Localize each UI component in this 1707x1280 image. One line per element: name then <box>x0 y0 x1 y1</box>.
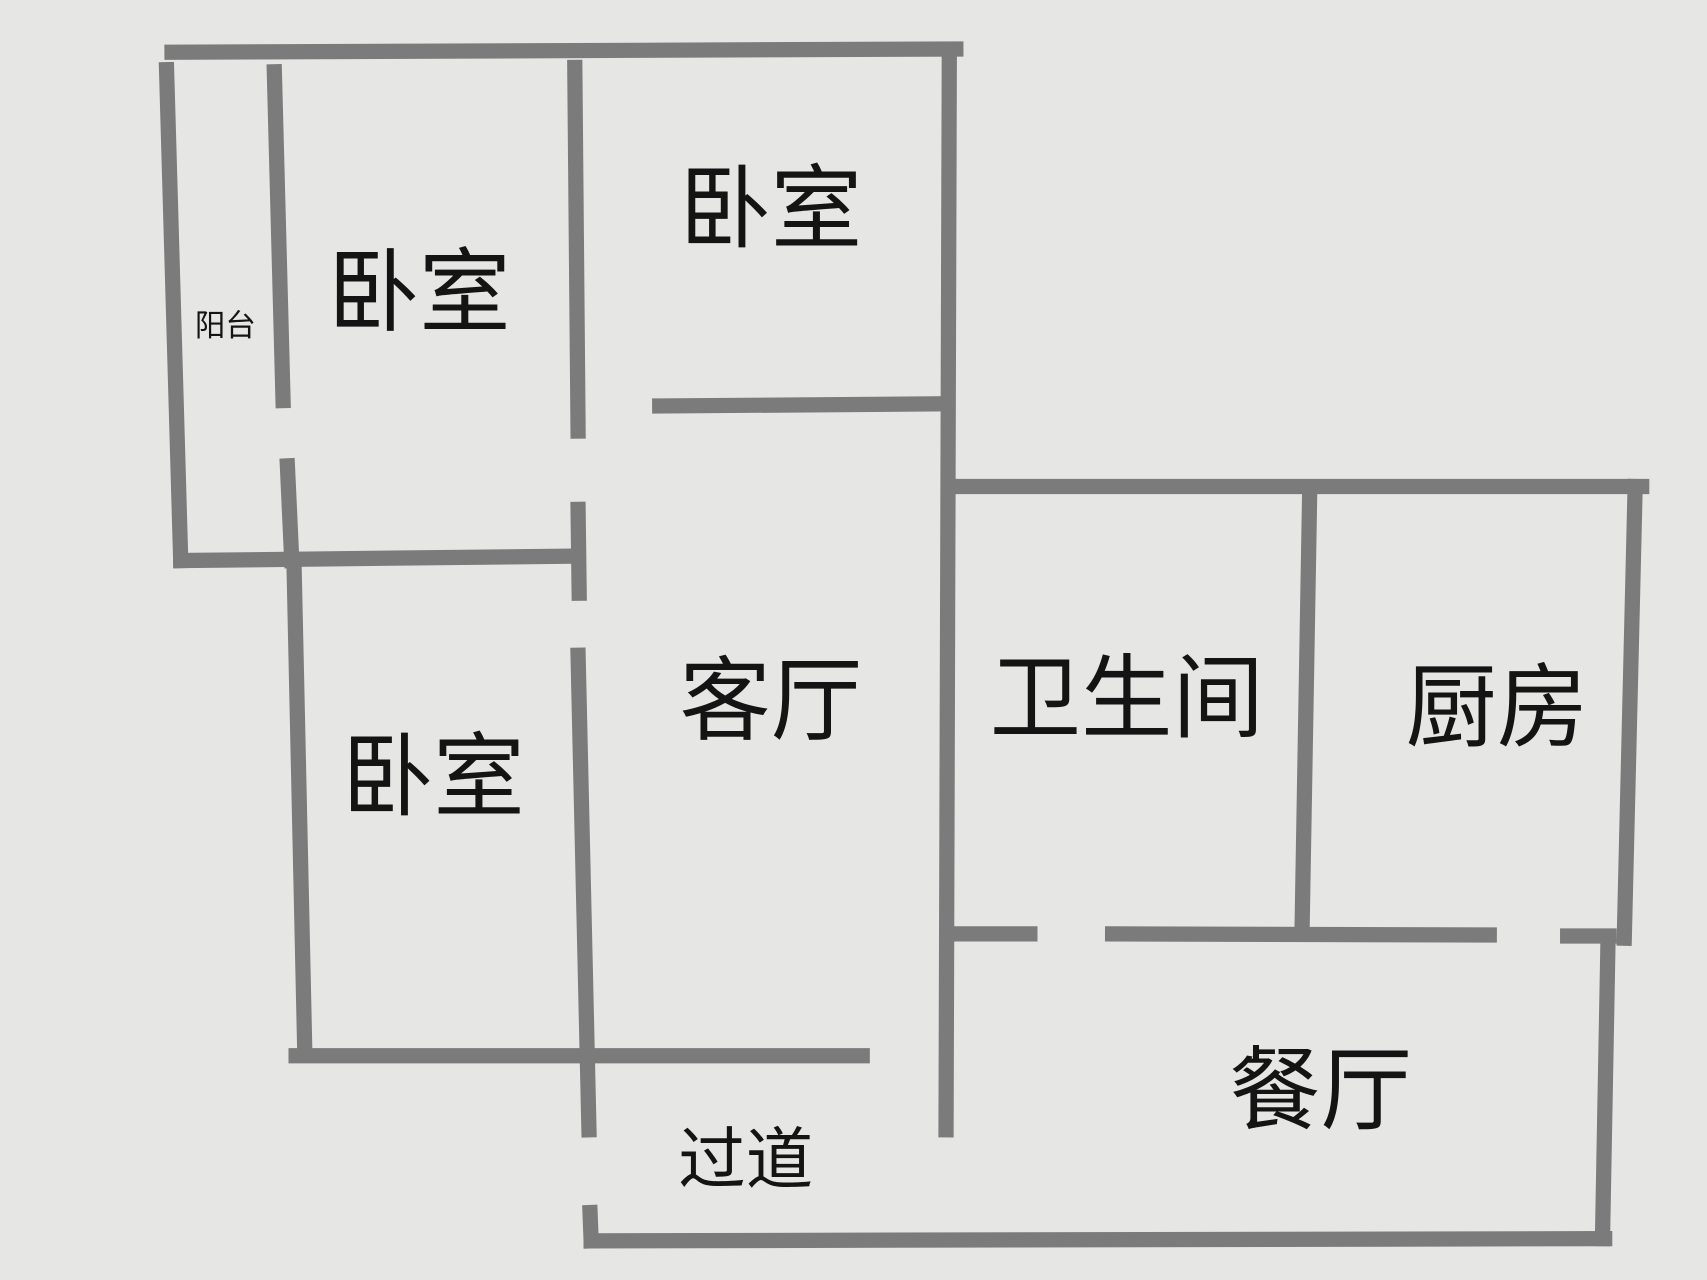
wall-kitchen-bottom <box>1104 926 1497 943</box>
label-living-room: 客厅 <box>679 647 862 754</box>
wall-bedroom-upper-bottom <box>173 548 574 569</box>
wall-right-outer-upper <box>1616 478 1643 947</box>
label-corridor: 过道 <box>678 1120 813 1199</box>
wall-balcony-inner-upper <box>266 64 291 409</box>
label-bedroom-upper-right: 卧室 <box>679 155 862 262</box>
wall-corridor-stub <box>582 1204 600 1249</box>
walls <box>158 41 1650 1249</box>
wall-bath-kitchen-divider <box>1294 486 1318 940</box>
wall-balcony-inner-lower <box>279 457 300 569</box>
label-kitchen: 厨房 <box>1405 654 1588 761</box>
wall-balcony-outer <box>158 61 189 569</box>
wall-top <box>164 41 964 60</box>
label-balcony: 阳台 <box>195 309 256 344</box>
label-bathroom: 卫生间 <box>990 645 1264 752</box>
label-bedroom-lower: 卧室 <box>342 724 525 831</box>
wall-bedroom-lower-left <box>286 552 313 1062</box>
wall-bedroom-divider-upper <box>567 59 586 439</box>
label-bedroom-upper-left: 卧室 <box>328 239 511 346</box>
wall-bedroom-upper-right-bottom <box>652 396 949 414</box>
wall-right-outer-lower <box>1594 937 1616 1247</box>
wall-center-vertical <box>938 46 957 1138</box>
wall-bedroom-divider-mid <box>570 501 587 601</box>
label-dining-room: 餐厅 <box>1229 1037 1412 1144</box>
wall-bottom <box>583 1231 1613 1249</box>
room-labels: 阳台 卧室 卧室 卧室 客厅 卫生间 厨房 餐厅 过道 <box>195 155 1588 1199</box>
